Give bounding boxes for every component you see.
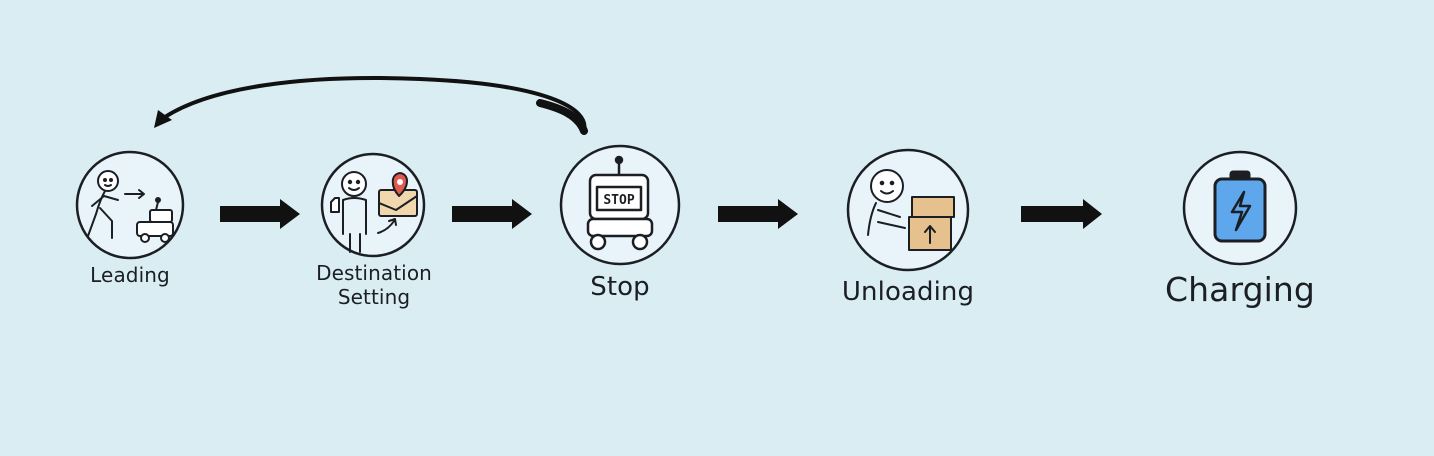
arrow-leading-to-destination [220,199,300,229]
label-stop: Stop [590,272,650,302]
label-destination-line-1: Destination [316,261,432,285]
node-leading [75,150,185,260]
label-leading: Leading [90,263,170,287]
person-box-icon [867,169,955,251]
return-arrow-stop-to-leading [154,76,588,135]
person-leading-robot-icon [87,170,174,243]
node-unloading [846,148,970,272]
node-charging [1182,150,1298,266]
node-destination-setting [320,152,426,258]
stop-sign-text: STOP [603,193,634,208]
robot-stop-sign-icon [586,155,654,251]
label-destination-setting: Destination Setting [316,261,432,309]
label-unloading: Unloading [841,277,975,307]
label-destination-line-2: Setting [337,285,411,309]
arrow-destination-to-stop [452,199,532,229]
arrow-unloading-to-charging [1021,199,1102,229]
node-stop: STOP [559,144,681,266]
arrow-stop-to-unloading [718,199,798,229]
battery-charging-icon [1213,170,1267,243]
label-charging: Charging [1165,270,1315,309]
person-map-pin-icon [330,171,418,253]
